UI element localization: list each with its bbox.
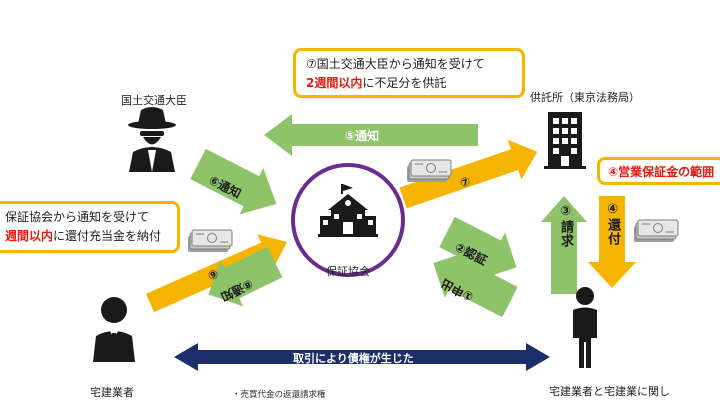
callout-top-line2: 2週間以内に不足分を供託 — [306, 74, 512, 93]
arrow-notify5 — [264, 114, 478, 156]
money-icon — [406, 159, 452, 183]
money-icon — [633, 219, 679, 243]
depository-label: 供託所（東京法務局） — [530, 91, 640, 104]
refund4-label: ④還付 — [605, 202, 620, 246]
association-label: 保証協会 — [326, 265, 370, 278]
arrow-apply1 — [433, 251, 518, 318]
building-icon — [544, 112, 586, 169]
arrow-recognize2 — [439, 216, 517, 279]
businessman-icon — [93, 297, 135, 362]
arrow-notify8 — [208, 246, 283, 307]
minister-label: 国土交通大臣 — [121, 94, 187, 107]
callout-top-line1: ⑦国土交通大臣から通知を受けて — [306, 57, 485, 71]
arrow-step7 — [399, 139, 538, 209]
callout-left-rest: に還付充当金を納付 — [53, 228, 162, 243]
arrow-request3 — [541, 196, 587, 294]
callout-top-red: 2週間以内 — [306, 75, 363, 90]
callout-right-text: ④営業保証金の範囲 — [608, 165, 715, 179]
callout-left-line2: 週間以内に還付充当金を納付 — [5, 227, 167, 246]
callout-left-red: 週間以内 — [5, 228, 54, 243]
person-icon — [573, 287, 597, 368]
bottom-arrow-label: 取引により債権が生じた — [293, 352, 414, 365]
arrow-refund4 — [588, 196, 636, 288]
notify5-label: ⑤通知 — [345, 129, 380, 143]
callout-right: ④営業保証金の範囲 — [597, 157, 720, 185]
arrow-bottom — [174, 343, 550, 371]
callout-top-rest: に不足分を供託 — [362, 75, 447, 90]
money-icon — [187, 229, 233, 253]
callout-top: ⑦国土交通大臣から通知を受けて 2週間以内に不足分を供託 — [293, 48, 525, 98]
school-icon — [318, 184, 378, 237]
spy-icon — [128, 107, 176, 172]
member-label: 宅建業者 — [90, 386, 134, 399]
callout-left-line1: 保証協会から通知を受けて — [5, 210, 150, 224]
request3-label: ③請求 — [558, 204, 573, 248]
callout-left: 保証協会から通知を受けて 週間以内に還付充当金を納付 — [0, 201, 180, 253]
arrow-notify6 — [190, 148, 277, 215]
note-item: ・売買代金の返還請求権 — [232, 390, 326, 400]
creditor-label: 宅建業者と宅建業に関し — [549, 385, 670, 398]
